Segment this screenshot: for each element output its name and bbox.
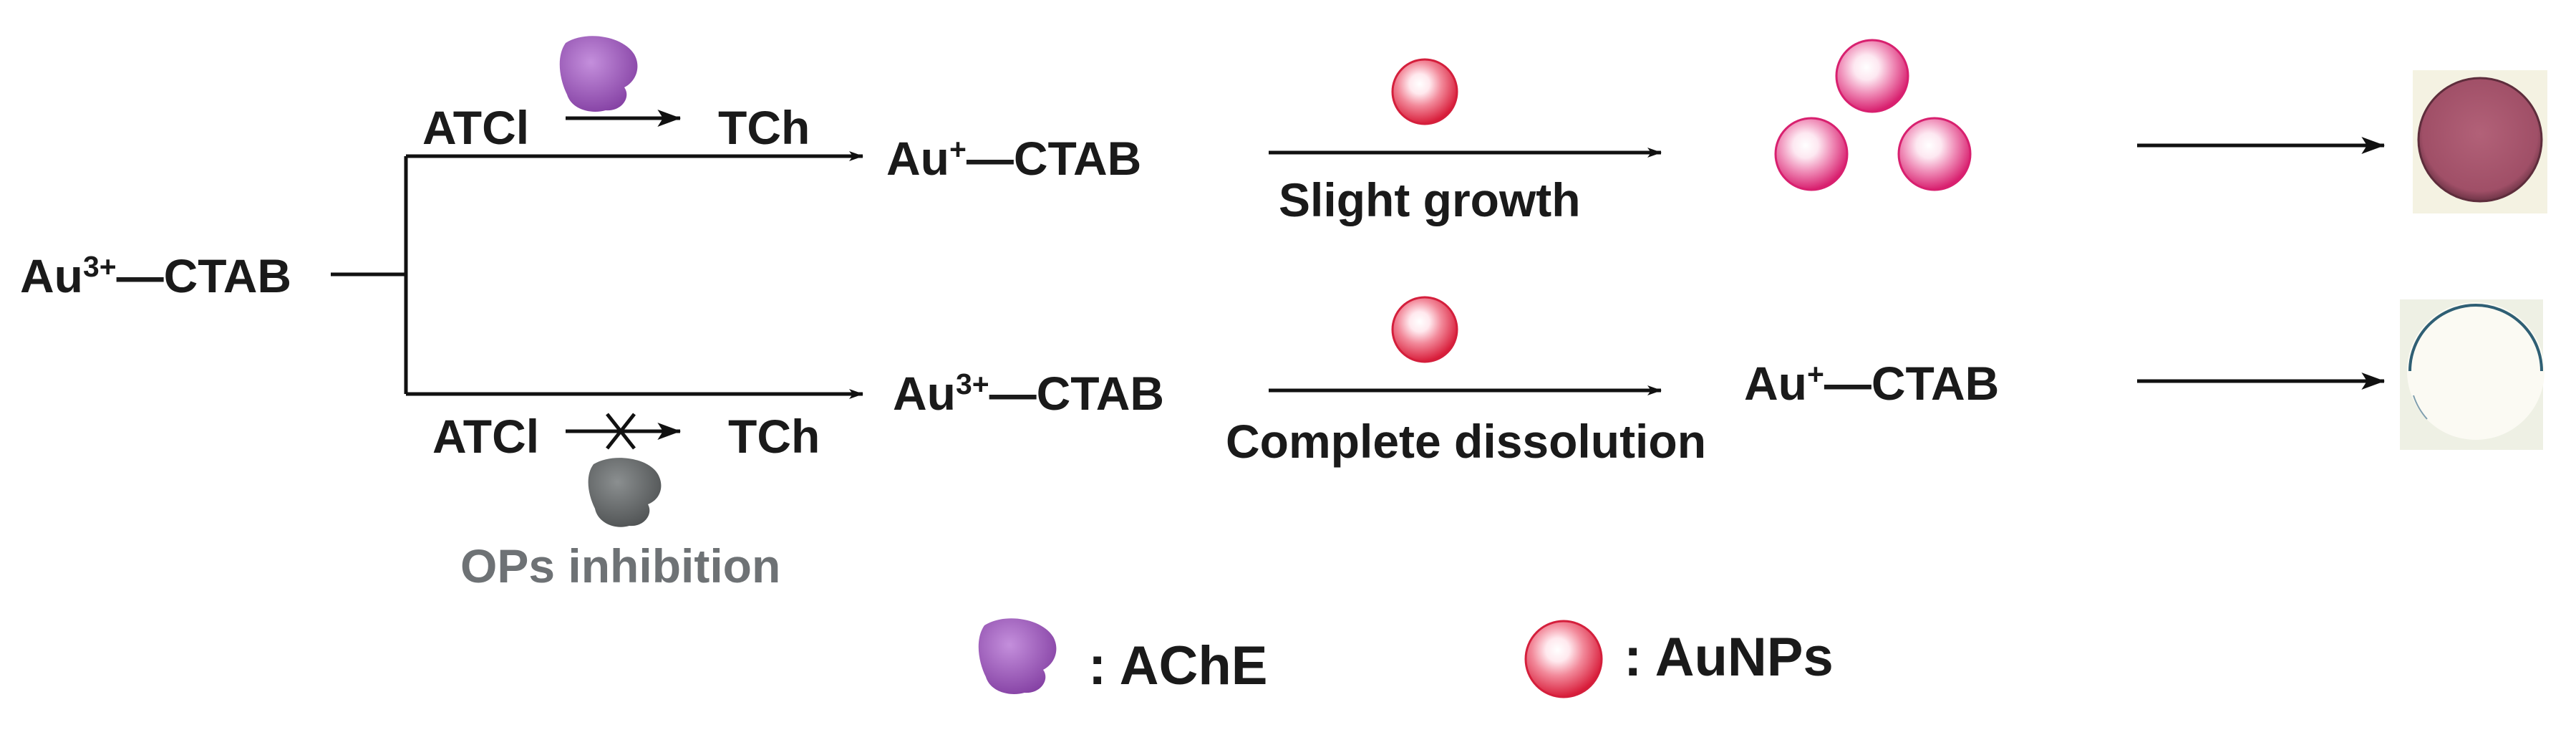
top-product-label: TCh	[718, 101, 810, 154]
bottom-step-label: Complete dissolution	[1226, 415, 1707, 468]
top-result-spot	[2413, 70, 2547, 213]
inhibited-enzyme-icon	[588, 458, 662, 527]
aunp-bottom-reactant	[1391, 296, 1458, 363]
bottom-substrate-label: ATCl	[432, 410, 540, 463]
bottom-intermediate-label: Au3+—CTAB	[893, 367, 1165, 420]
start-species-label: Au3+—CTAB	[20, 249, 292, 302]
aunp-grown-cluster	[1774, 39, 1972, 191]
legend-ache-label: : AChE	[1088, 635, 1268, 696]
ache-enzyme-icon	[559, 36, 638, 112]
legend-aunp-icon	[1524, 620, 1603, 698]
inhibition-label: OPs inhibition	[460, 539, 781, 592]
legend-aunp-label: : AuNPs	[1624, 627, 1834, 688]
top-substrate-label: ATCl	[422, 101, 530, 154]
bottom-result-label: Au+—CTAB	[1744, 357, 2000, 410]
top-step-label: Slight growth	[1279, 173, 1581, 226]
block-cross-icon	[606, 413, 636, 450]
branch-connector	[331, 156, 408, 394]
legend-ache-icon	[978, 618, 1057, 694]
bottom-result-spot	[2400, 299, 2544, 450]
top-intermediate-label: Au+—CTAB	[886, 132, 1142, 185]
aunp-top-reactant	[1391, 58, 1458, 125]
bottom-product-label: TCh	[728, 410, 820, 463]
